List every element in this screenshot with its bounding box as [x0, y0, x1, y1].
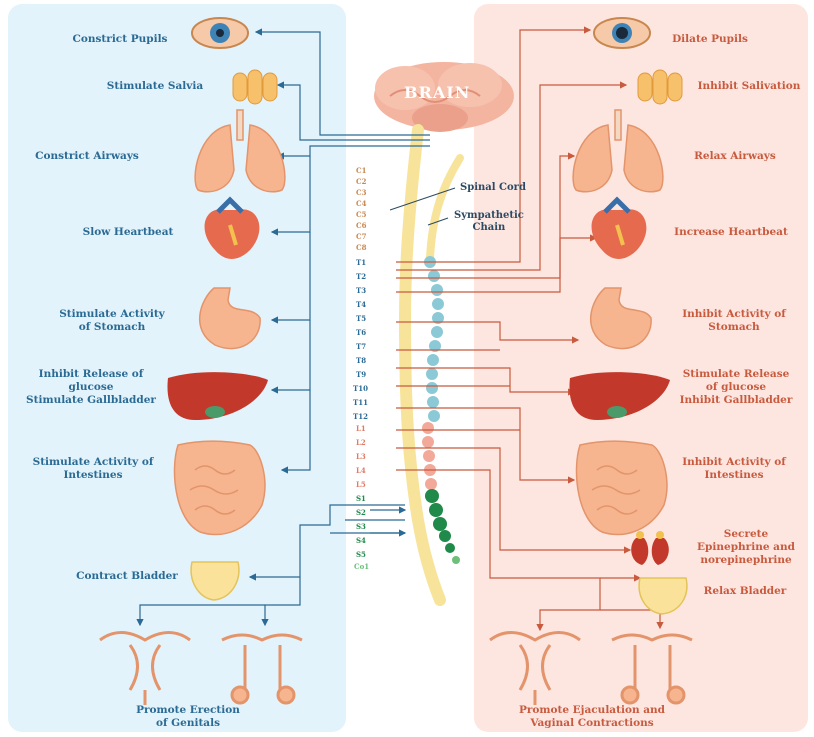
- sympathetic-chain-upper: [430, 158, 460, 258]
- salivary-gland-icon-left: [233, 70, 277, 104]
- segment-label: C2: [356, 177, 366, 186]
- secrete-epinephrine-label: Secrete Epinephrine and norepinephrine: [684, 528, 808, 567]
- segment-label: T12: [353, 412, 368, 421]
- segment-label: T11: [353, 398, 368, 407]
- segment-label: S3: [356, 522, 366, 531]
- sympathetic-chain-label: Sympathetic Chain: [454, 210, 524, 234]
- segment-label: S4: [356, 536, 366, 545]
- segment-label: S5: [356, 550, 366, 559]
- segment-label: C8: [356, 243, 366, 252]
- spinal-cord-pointer: [390, 188, 455, 210]
- intestines-icon-left: [174, 441, 264, 534]
- segment-label: C5: [356, 210, 366, 219]
- segment-label: C3: [356, 188, 366, 197]
- segment-label: T10: [353, 384, 368, 393]
- stimulate-stomach-label: Stimulate Activity of Stomach: [42, 308, 182, 334]
- segment-label: T4: [356, 300, 366, 309]
- segment-label: L2: [356, 438, 366, 447]
- relax-airways-label: Relax Airways: [670, 150, 800, 163]
- segment-label: L3: [356, 452, 366, 461]
- segment-label: T8: [356, 356, 366, 365]
- segment-label: L4: [356, 466, 366, 475]
- inhibit-intestines-label: Inhibit Activity of Intestines: [664, 456, 804, 482]
- segment-label: Co1: [354, 562, 369, 571]
- segment-label: T1: [356, 258, 366, 267]
- increase-heartbeat-label: Increase Heartbeat: [656, 226, 806, 239]
- brain-label: BRAIN: [404, 86, 470, 99]
- segment-label: T6: [356, 328, 366, 337]
- dilate-pupils-label: Dilate Pupils: [650, 33, 770, 46]
- segment-label: C4: [356, 199, 366, 208]
- eye-icon-left: [192, 18, 248, 48]
- promote-ejaculation-label: Promote Ejaculation and Vaginal Contract…: [492, 704, 692, 730]
- thoracic-chain: [424, 256, 444, 422]
- segment-label: T3: [356, 286, 366, 295]
- segment-label: T9: [356, 370, 366, 379]
- stimulate-glucose-label: Stimulate Release of glucose Inhibit Gal…: [666, 368, 806, 407]
- segment-label: S1: [356, 494, 366, 503]
- stimulate-salvia-label: Stimulate Salvia: [90, 80, 220, 93]
- slow-heartbeat-label: Slow Heartbeat: [68, 226, 188, 239]
- segment-label: T7: [356, 342, 366, 351]
- inhibit-stomach-label: Inhibit Activity of Stomach: [664, 308, 804, 334]
- segment-label: L5: [356, 480, 366, 489]
- inhibit-salivation-label: Inhibit Salivation: [686, 80, 812, 93]
- segment-label: C7: [356, 232, 366, 241]
- constrict-airways-label: Constrict Airways: [22, 150, 152, 163]
- intestines-icon-right: [576, 441, 666, 534]
- segment-label: C6: [356, 221, 366, 230]
- segment-label: S2: [356, 508, 366, 517]
- promote-erection-label: Promote Erection of Genitals: [118, 704, 258, 730]
- segment-label: T2: [356, 272, 366, 281]
- segment-label: C1: [356, 166, 366, 175]
- lumbar-chain: [422, 422, 437, 490]
- segment-label: L1: [356, 424, 366, 433]
- eye-icon-right: [594, 18, 650, 48]
- salivary-gland-icon-right: [638, 70, 682, 104]
- relax-bladder-label: Relax Bladder: [690, 585, 800, 598]
- segment-label: T5: [356, 314, 366, 323]
- inhibit-glucose-label: Inhibit Release of glucose Stimulate Gal…: [16, 368, 166, 407]
- spinal-cord-label: Spinal Cord: [460, 182, 526, 194]
- stimulate-intestines-label: Stimulate Activity of Intestines: [18, 456, 168, 482]
- contract-bladder-label: Contract Bladder: [62, 570, 192, 583]
- constrict-pupils-label: Constrict Pupils: [60, 33, 180, 46]
